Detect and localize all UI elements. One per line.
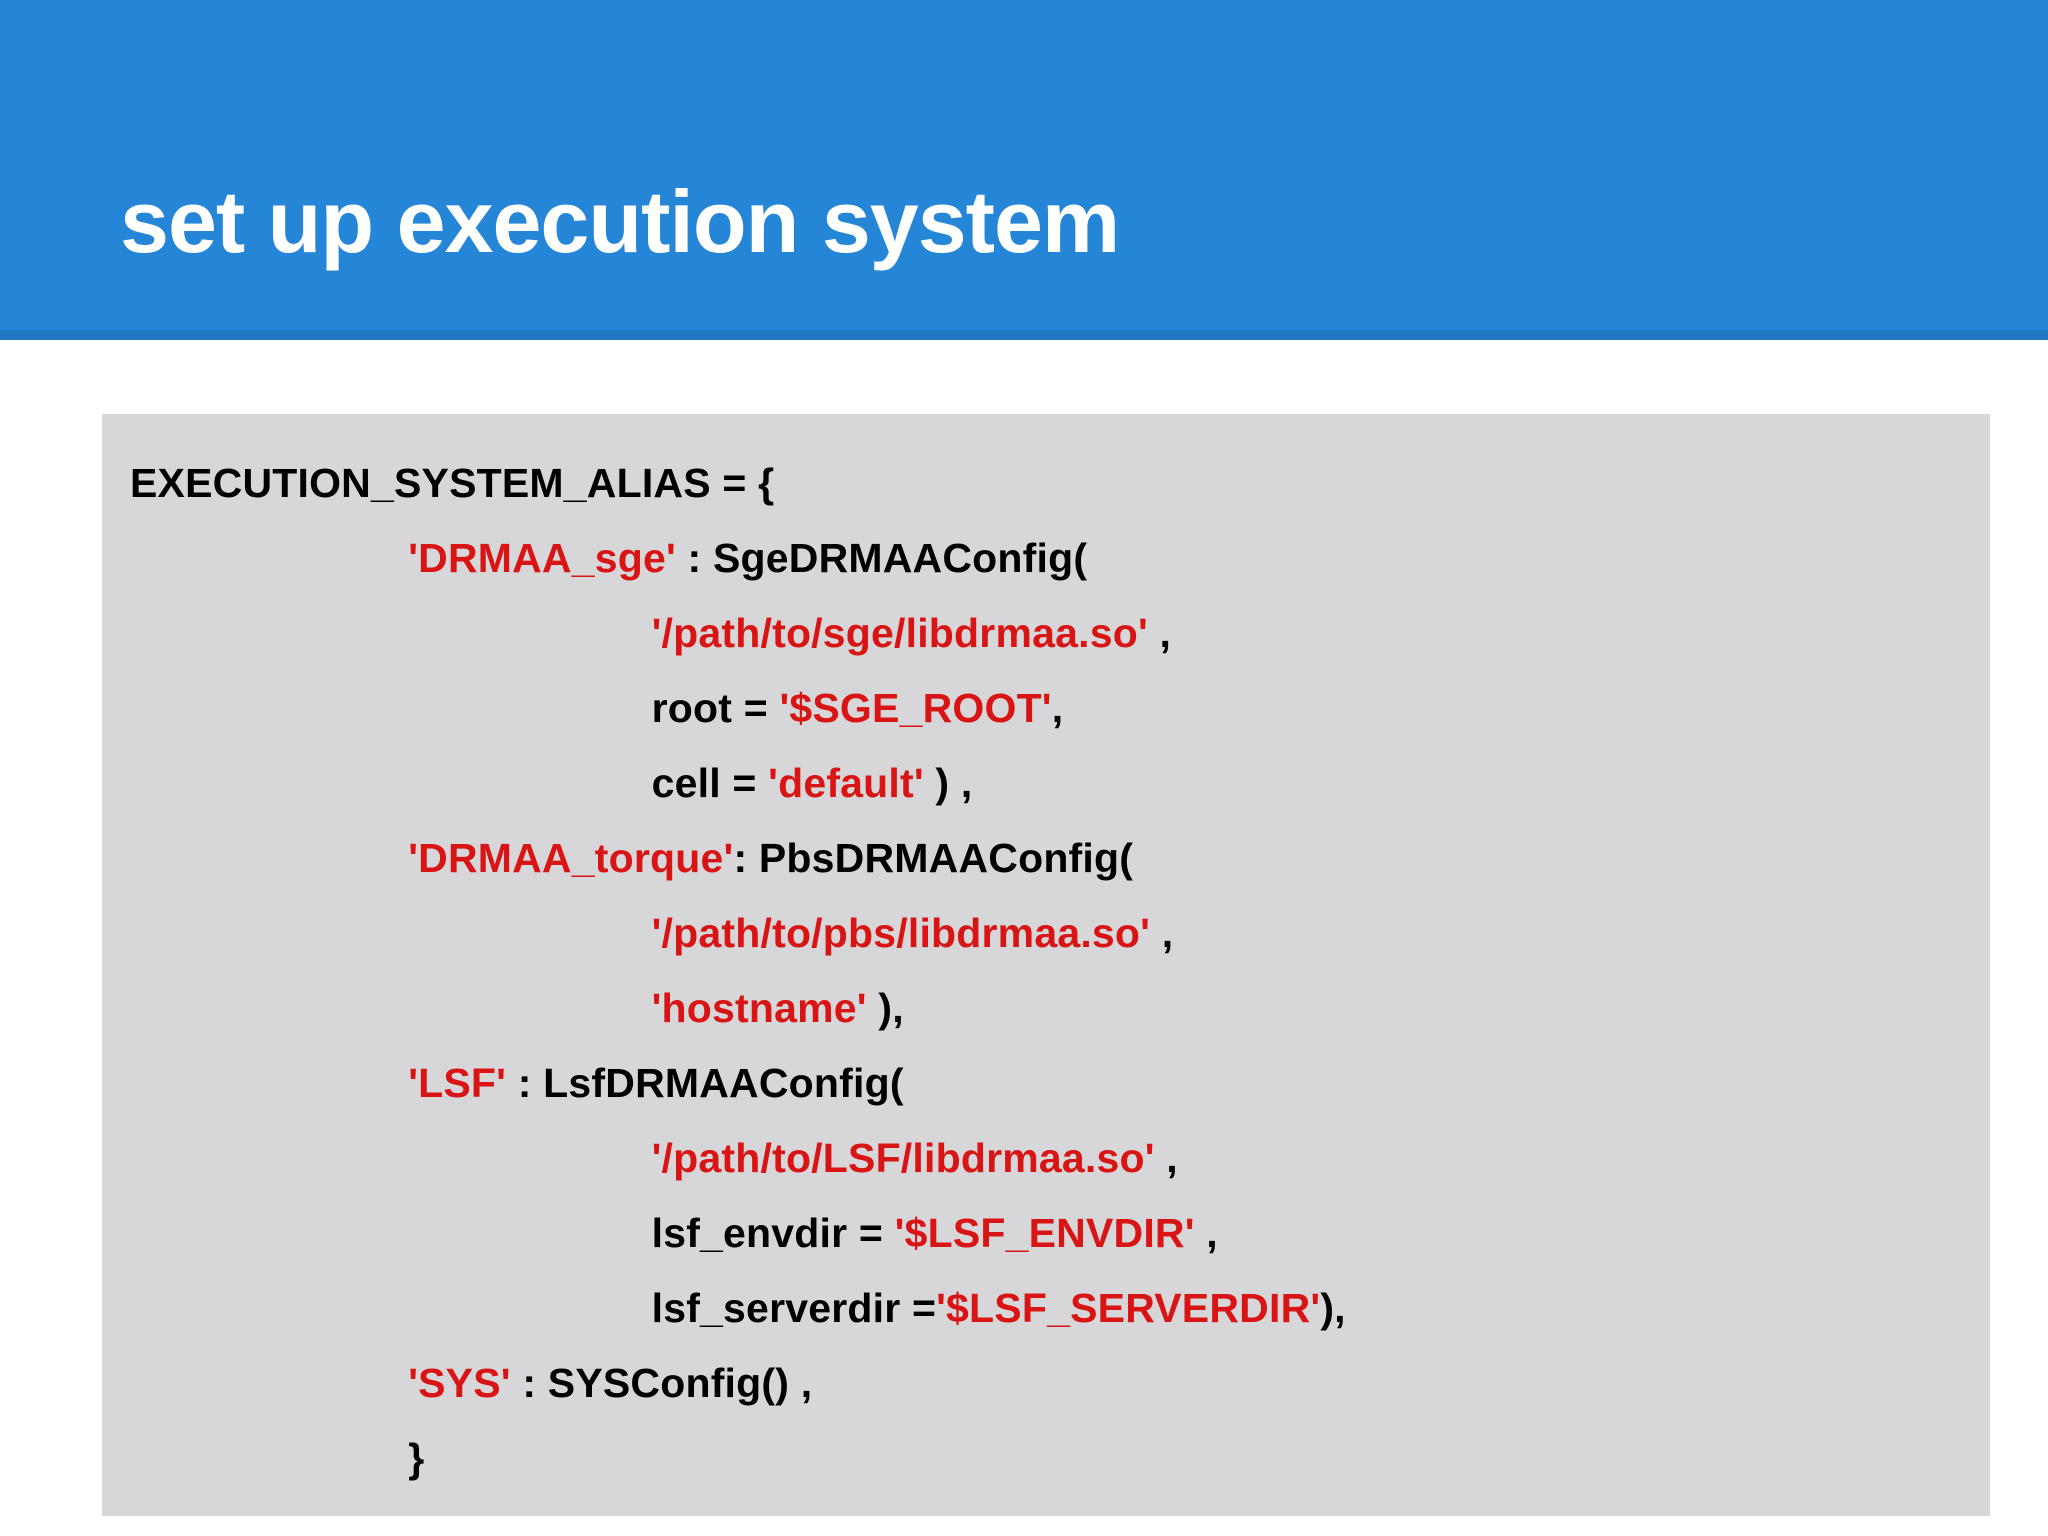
code-line: lsf_serverdir ='$LSF_SERVERDIR'),: [130, 1271, 1980, 1346]
code-line: '/path/to/pbs/libdrmaa.so' ,: [130, 896, 1980, 971]
code-token: ,: [1150, 910, 1174, 956]
code-line: 'hostname' ),: [130, 971, 1980, 1046]
code-block: EXECUTION_SYSTEM_ALIAS = { 'DRMAA_sge' :…: [130, 446, 1980, 1496]
code-string-token: 'LSF': [408, 1060, 507, 1106]
code-indent: [130, 535, 408, 581]
code-token: ,: [1194, 1210, 1218, 1256]
code-indent: [130, 1060, 408, 1106]
code-line: 'SYS' : SYSConfig() ,: [130, 1346, 1980, 1421]
code-token: ,: [1154, 1135, 1178, 1181]
code-line: root = '$SGE_ROOT',: [130, 671, 1980, 746]
code-line: }: [130, 1421, 1980, 1496]
code-indent: [130, 910, 652, 956]
code-token: ),: [1320, 1285, 1346, 1331]
code-string-token: '/path/to/sge/libdrmaa.so': [651, 610, 1148, 656]
code-token: }: [408, 1435, 425, 1481]
code-token: : LsfDRMAAConfig(: [506, 1060, 904, 1106]
code-indent: [130, 1135, 652, 1181]
code-token: cell =: [651, 760, 769, 806]
code-indent: [130, 835, 408, 881]
code-string-token: '/path/to/pbs/libdrmaa.so': [651, 910, 1151, 956]
code-string-token: '$LSF_SERVERDIR': [936, 1285, 1321, 1331]
code-token: lsf_envdir =: [651, 1210, 895, 1256]
code-token: : SgeDRMAAConfig(: [675, 535, 1088, 581]
code-token: EXECUTION_SYSTEM_ALIAS = {: [130, 460, 775, 506]
code-panel: EXECUTION_SYSTEM_ALIAS = { 'DRMAA_sge' :…: [102, 414, 1990, 1516]
code-line: 'DRMAA_torque': PbsDRMAAConfig(: [130, 821, 1980, 896]
code-string-token: 'DRMAA_sge': [408, 535, 676, 581]
code-string-token: '$LSF_ENVDIR': [894, 1210, 1195, 1256]
code-indent: [130, 985, 652, 1031]
code-string-token: '/path/to/LSF/libdrmaa.so': [651, 1135, 1155, 1181]
code-indent: [130, 1210, 652, 1256]
code-indent: [130, 610, 652, 656]
code-indent: [130, 685, 652, 731]
code-indent: [130, 760, 652, 806]
code-string-token: 'SYS': [408, 1360, 511, 1406]
code-line: cell = 'default' ) ,: [130, 746, 1980, 821]
code-string-token: 'DRMAA_torque': [408, 835, 734, 881]
code-token: : PbsDRMAAConfig(: [733, 835, 1134, 881]
code-indent: [130, 1435, 408, 1481]
slide-header-band: [0, 0, 2048, 340]
code-token: ) ,: [923, 760, 973, 806]
code-line: lsf_envdir = '$LSF_ENVDIR' ,: [130, 1196, 1980, 1271]
code-line: '/path/to/LSF/libdrmaa.so' ,: [130, 1121, 1980, 1196]
code-token: ,: [1147, 610, 1172, 656]
code-token: ,: [1051, 685, 1064, 731]
code-indent: [130, 1360, 408, 1406]
code-indent: [130, 1285, 652, 1331]
code-line: '/path/to/sge/libdrmaa.so' ,: [130, 596, 1980, 671]
slide-header-band-edge: [0, 330, 2048, 340]
code-token: : SYSConfig() ,: [510, 1360, 813, 1406]
code-string-token: 'default': [768, 760, 924, 806]
code-token: root =: [651, 685, 780, 731]
page-title: set up execution system: [120, 172, 1120, 271]
code-token: ),: [866, 985, 904, 1031]
code-line: 'LSF' : LsfDRMAAConfig(: [130, 1046, 1980, 1121]
code-string-token: '$SGE_ROOT': [779, 685, 1052, 731]
code-token: lsf_serverdir =: [651, 1285, 937, 1331]
code-string-token: 'hostname': [651, 985, 867, 1031]
code-line: 'DRMAA_sge' : SgeDRMAAConfig(: [130, 521, 1980, 596]
code-line: EXECUTION_SYSTEM_ALIAS = {: [130, 446, 1980, 521]
